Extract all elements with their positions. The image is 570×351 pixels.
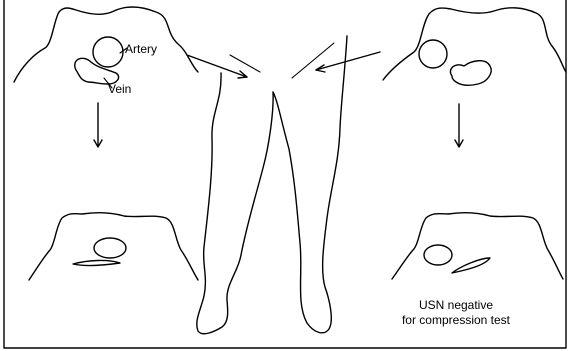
top-left-artery [93, 37, 123, 67]
left-groin-arrow [187, 55, 260, 78]
bottom-left-body-outline [29, 213, 198, 280]
outer-frame [4, 0, 566, 348]
bottom-left-inset [29, 213, 198, 280]
right-down-arrow [455, 104, 463, 147]
left-groin-hint-line [230, 55, 260, 72]
bottom-right-body-outline [392, 213, 563, 279]
bottom-left-artery [94, 238, 126, 258]
bottom-left-compressed-vein [73, 260, 120, 265]
right-groin-arrow-shaft [316, 52, 380, 70]
caption-line-2: for compression test [402, 313, 511, 327]
left-down-arrow [94, 103, 102, 147]
right-groin-arrow [292, 43, 380, 78]
bottom-right-inset [392, 213, 563, 279]
legs-outline [197, 36, 347, 334]
top-right-body-outline [383, 8, 566, 80]
top-left-inset: Artery Vein [14, 7, 198, 96]
top-left-body-outline [14, 7, 198, 82]
top-right-artery [419, 40, 447, 68]
artery-label: Artery [125, 42, 157, 56]
left-groin-arrow-shaft [187, 55, 247, 77]
top-right-vein [450, 61, 491, 86]
top-right-inset [383, 8, 566, 86]
legs-contour [197, 36, 347, 334]
bottom-right-uncompressed-vein [452, 258, 490, 273]
vein-label: Vein [108, 82, 131, 96]
right-groin-hint-line [292, 43, 334, 78]
caption-line-1: USN negative [419, 298, 493, 312]
bottom-right-artery [424, 245, 452, 265]
